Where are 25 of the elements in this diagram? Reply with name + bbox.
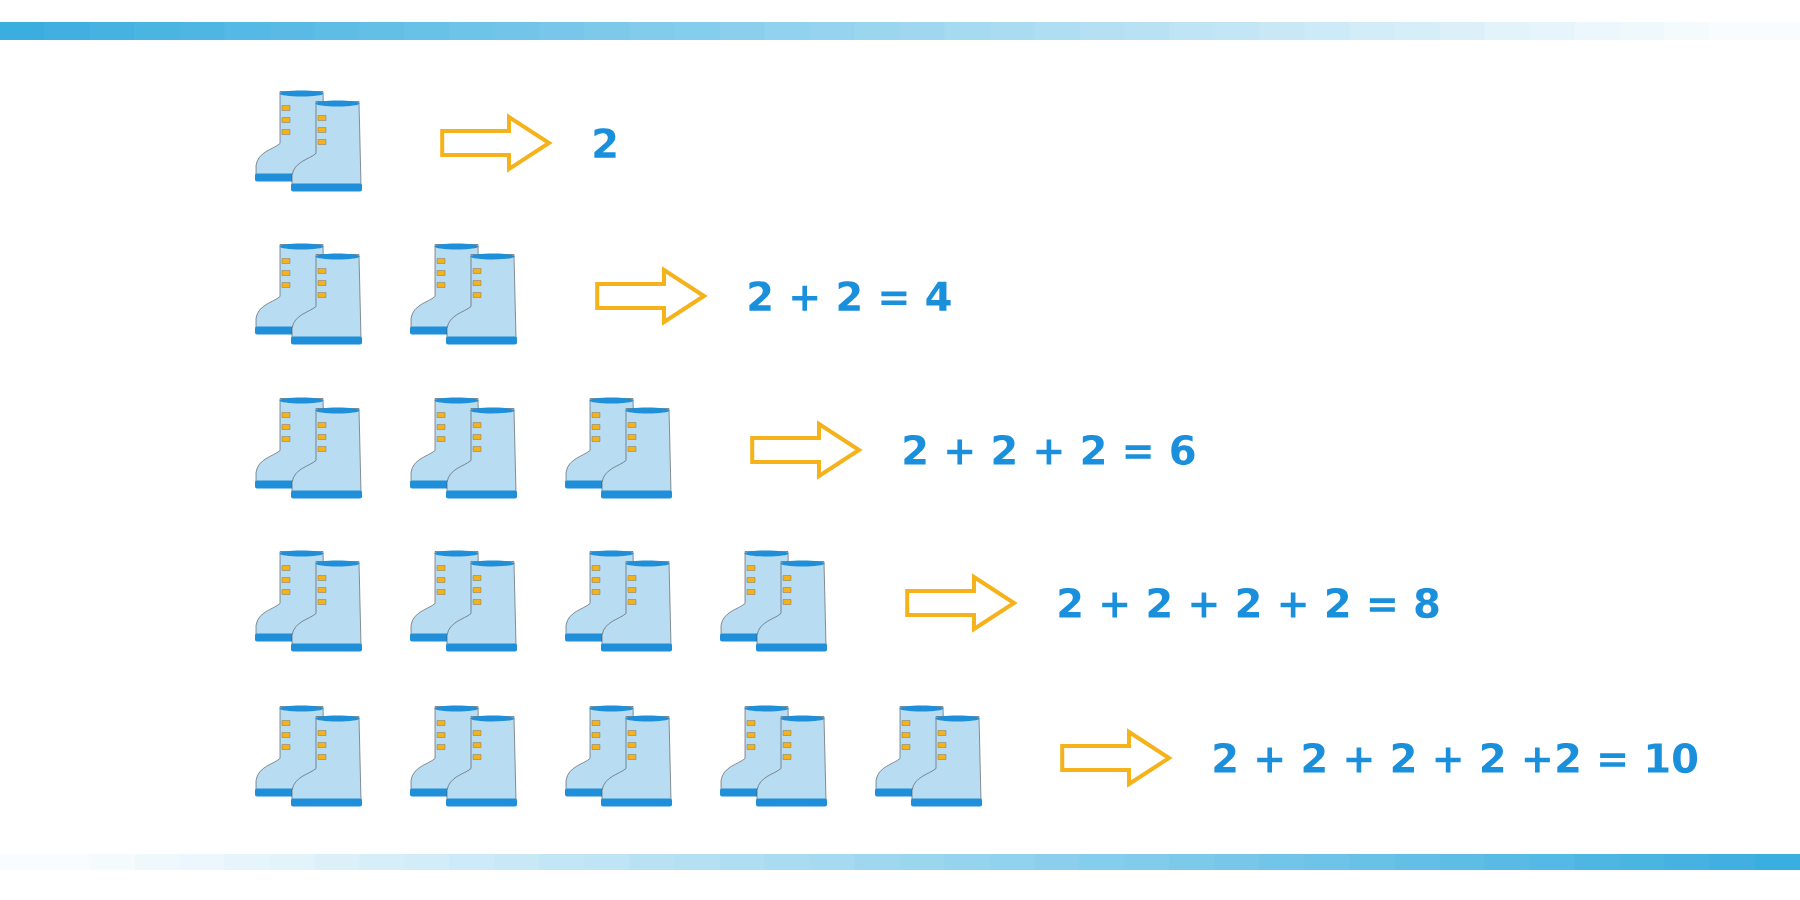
equation-text: 2 + 2 + 2 + 2 = 8	[1059, 587, 1439, 619]
block-arrow	[1060, 728, 1173, 788]
equation-text: 2	[594, 128, 616, 158]
boots-drawing	[720, 705, 827, 807]
boots-drawing	[565, 705, 672, 807]
block-arrow	[905, 573, 1018, 633]
boots-drawing	[410, 397, 517, 499]
boots-drawing	[720, 550, 827, 652]
boots-drawing	[410, 705, 517, 807]
boots-drawing	[255, 243, 362, 345]
boots-drawing	[255, 397, 362, 499]
boots-drawing	[255, 705, 362, 807]
block-arrow	[440, 113, 553, 173]
boots-drawing	[410, 550, 517, 652]
block-arrow	[750, 420, 863, 480]
boots-drawing	[255, 90, 362, 192]
boots-drawing	[410, 243, 517, 345]
equation-text: 2 + 2 + 2 = 6	[904, 434, 1195, 466]
equation-text: 2 + 2 = 4	[749, 281, 951, 311]
boots-drawing	[875, 705, 982, 807]
boots-drawing	[255, 550, 362, 652]
equation-text: 2 + 2 + 2 + 2 +2 = 10	[1214, 742, 1698, 774]
boots-drawing	[565, 397, 672, 499]
block-arrow	[595, 266, 708, 326]
boots-drawing	[565, 550, 672, 652]
